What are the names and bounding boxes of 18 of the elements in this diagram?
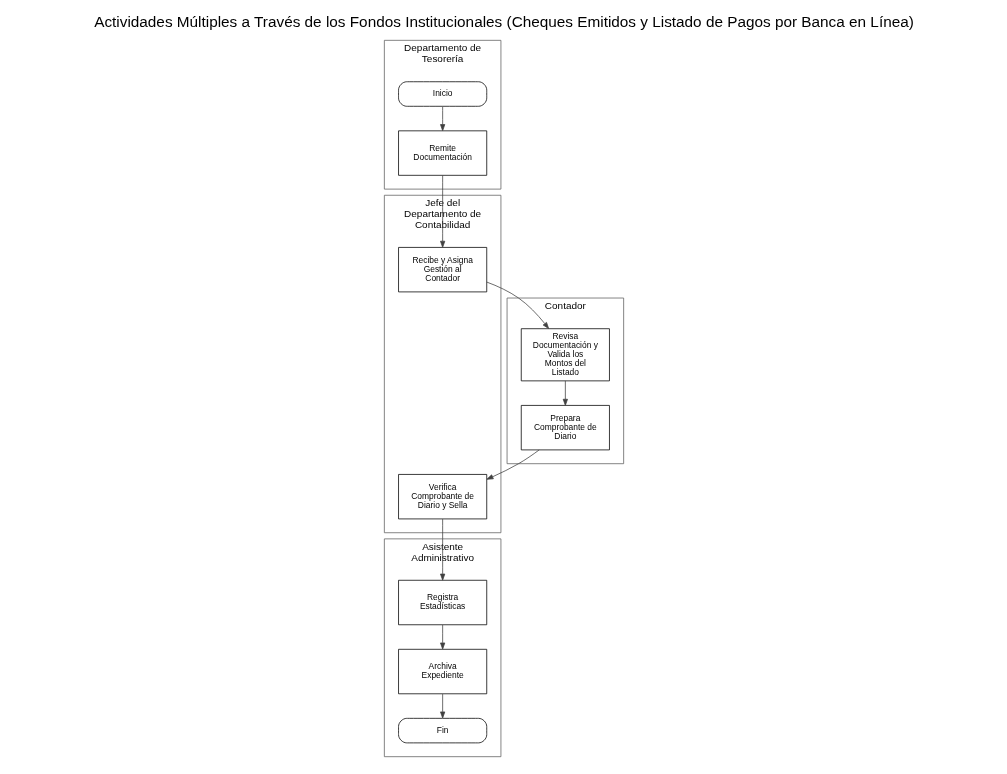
arrow [439, 693, 445, 719]
arrow [439, 518, 445, 581]
node-box: Registra Estadísticas [397, 579, 487, 626]
arrow [486, 449, 540, 480]
node-box: Archiva Expediente [397, 648, 487, 695]
arrow [439, 106, 445, 132]
node-box: Verifica Comprobante de Diario y Sella [397, 474, 487, 520]
arrow [485, 281, 549, 329]
node-box: Recibe y Asigna Gestión al Contador [397, 247, 487, 293]
node-box: Prepara Comprobante de Diario [520, 405, 610, 451]
arrow [439, 624, 445, 650]
arrow [562, 380, 568, 406]
node-box: Revisa Documentación y Valida los Montos del Listado [520, 328, 610, 382]
node-box: Remite Documentación [397, 130, 487, 176]
node-box: Inicio [397, 81, 487, 107]
diagram-title: Actividades Múltiples a Través de los Fondos Institucionales (Cheques Emitidos y Listado de Pagos por Banca en Línea) [93, 12, 914, 30]
node-box: Fin [397, 717, 487, 744]
arrow [439, 175, 445, 248]
